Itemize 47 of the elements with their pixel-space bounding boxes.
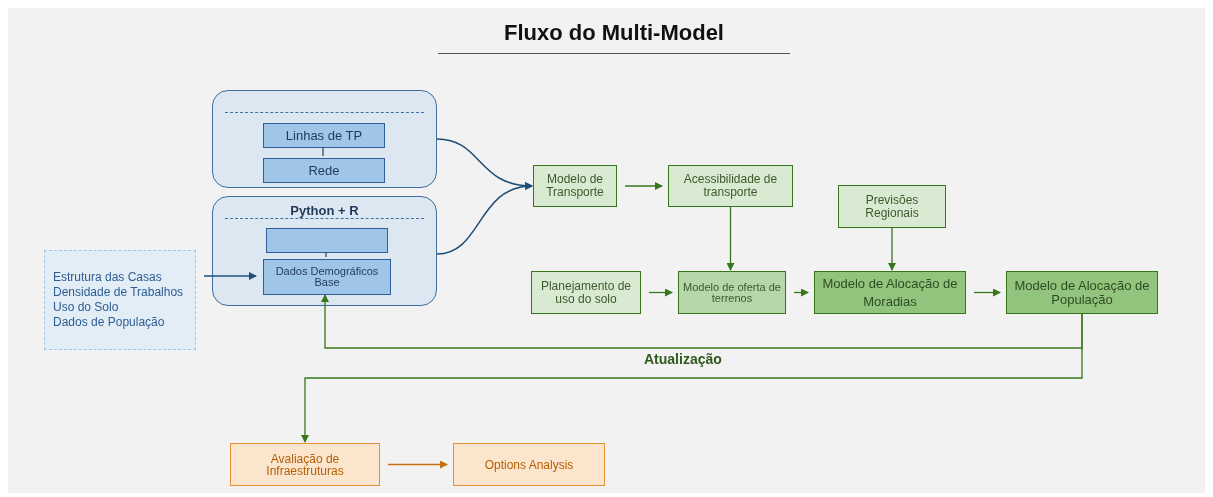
group-heading: Python + R [289, 202, 360, 220]
connector-line [325, 251, 327, 258]
box-label: Dados Demográficos Base [274, 266, 380, 288]
arrow [648, 288, 673, 297]
arrow [387, 460, 448, 469]
process-box [531, 271, 641, 314]
process-box [533, 165, 617, 207]
arrow [624, 182, 663, 190]
process-box [668, 165, 793, 207]
arrow [726, 206, 735, 271]
arrow [321, 294, 1083, 349]
process-box [814, 271, 966, 314]
connector-line [322, 146, 324, 157]
process-box [453, 443, 605, 486]
box-label: Modelo de Alocação de População [1013, 278, 1151, 307]
arrow [203, 272, 257, 280]
box-label: Modelo de Transporte [545, 173, 605, 199]
arrow [436, 182, 533, 255]
box-label: Modelo de oferta de terrenos [683, 281, 781, 304]
box-label: Avaliação de Infraestruturas [265, 452, 345, 477]
box-label: Linhas de TP [285, 126, 363, 145]
list-item: Uso do Solo [53, 300, 120, 315]
arrow [888, 227, 896, 271]
group-panel [212, 196, 437, 306]
input-note [44, 250, 196, 350]
group-panel [212, 90, 437, 188]
process-box [230, 443, 380, 486]
arrow [301, 313, 1083, 443]
list-item: Estrutura das Casas [53, 270, 163, 285]
box-label: Rede [308, 161, 340, 180]
list-item: Densidade de Trabalhos [53, 285, 185, 300]
list-item: Dados de População [53, 315, 166, 330]
process-box [266, 228, 388, 253]
box-label: Options Analysis [484, 456, 574, 474]
arrow [973, 288, 1001, 297]
box-label: Planejamento de uso do solo [539, 279, 633, 306]
process-box [263, 123, 385, 148]
process-box [678, 271, 786, 314]
diagram-title: Fluxo do Multi-Model [438, 16, 790, 54]
box-label: Modelo de Alocação de Moradias [821, 274, 959, 311]
arrow [793, 288, 809, 297]
process-box [1006, 271, 1158, 314]
process-box [838, 185, 946, 228]
box-label: Previsões Regionais [864, 193, 920, 220]
box-label: Acessibilidade de transporte [682, 173, 779, 199]
process-box [263, 259, 391, 295]
process-box [263, 158, 385, 183]
